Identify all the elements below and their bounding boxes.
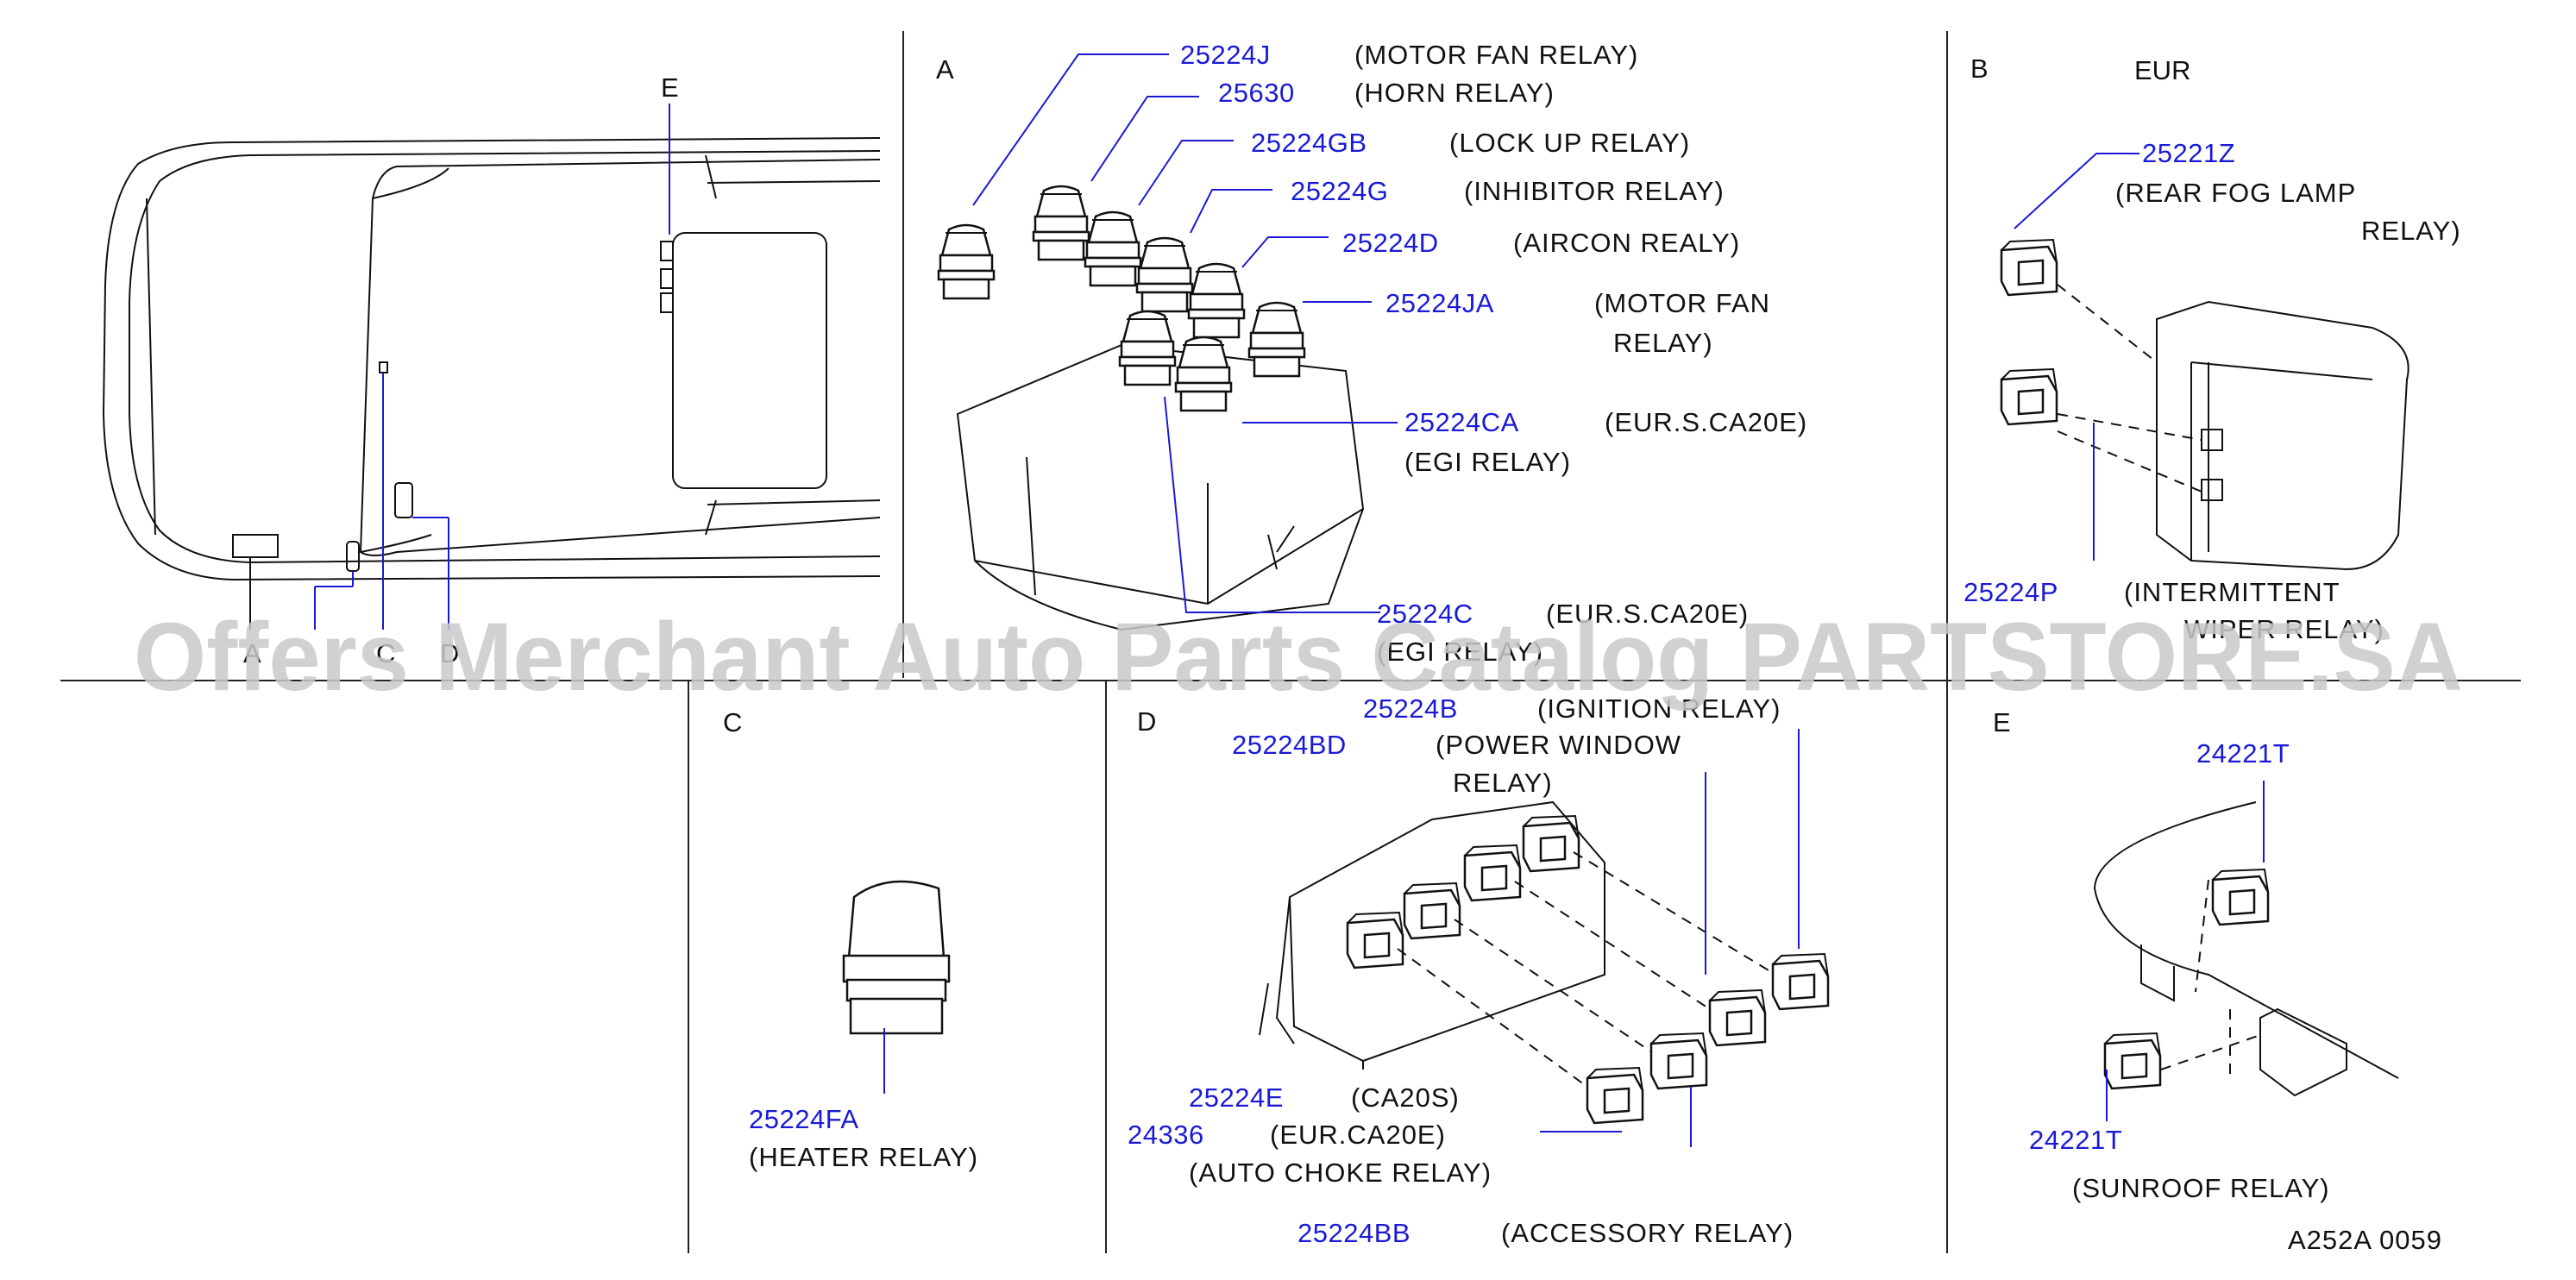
- section-c-label: C: [723, 707, 742, 737]
- part-description: (MOTOR FAN RELAY): [1354, 40, 1638, 70]
- part-number[interactable]: 25224FA: [749, 1104, 859, 1134]
- section-d-label: D: [1137, 706, 1156, 737]
- section-a-illustration: [937, 53, 1398, 631]
- part-description: (EGI RELAY): [1404, 447, 1571, 477]
- part-number[interactable]: 25224G: [1291, 176, 1388, 206]
- part-description: (INTERMITTENT: [2124, 577, 2340, 607]
- part-number[interactable]: 25224JA: [1385, 288, 1494, 318]
- part-description: (LOCK UP RELAY): [1449, 128, 1690, 158]
- section-b-label: B: [1970, 53, 1989, 84]
- part-number[interactable]: 25224J: [1180, 40, 1271, 70]
- part-number[interactable]: 24221T: [2196, 738, 2290, 769]
- part-number[interactable]: 24336: [1128, 1120, 1204, 1150]
- part-number[interactable]: 24221T: [2029, 1125, 2122, 1155]
- part-number[interactable]: 25224B: [1363, 693, 1458, 724]
- part-number[interactable]: 25221Z: [2142, 138, 2235, 168]
- part-number[interactable]: 25224C: [1377, 599, 1473, 629]
- part-description: (ACCESSORY RELAY): [1501, 1218, 1794, 1248]
- part-description: RELAY): [1453, 768, 1553, 798]
- part-description: (HORN RELAY): [1354, 78, 1555, 108]
- part-description: (EUR.S.CA20E): [1546, 599, 1749, 629]
- part-description: (EUR.CA20E): [1270, 1120, 1446, 1150]
- part-description: (REAR FOG LAMP: [2115, 178, 2356, 208]
- part-description: (SUNROOF RELAY): [2072, 1173, 2330, 1203]
- watermark: Offers Merchant Auto Parts Catalog PARTS…: [134, 603, 2463, 711]
- part-description: (AIRCON REALY): [1513, 228, 1740, 258]
- section-e-labels: 24221T 24221T (SUNROOF RELAY): [2029, 738, 2330, 1203]
- part-description: RELAY): [2361, 216, 2461, 246]
- part-number[interactable]: 25224P: [1963, 577, 2058, 607]
- part-description: (MOTOR FAN: [1594, 288, 1770, 318]
- overview-marker-d: D: [440, 638, 459, 668]
- section-a-labels: 25224J (MOTOR FAN RELAY) 25630 (HORN REL…: [1180, 40, 1807, 667]
- section-e-label: E: [1993, 707, 2011, 737]
- part-description: (POWER WINDOW: [1436, 730, 1681, 760]
- section-a-label: A: [936, 54, 954, 85]
- part-description: RELAY): [1613, 328, 1713, 358]
- diagram-code: A252A 0059: [2288, 1225, 2442, 1255]
- section-frame: [60, 31, 2521, 1253]
- section-b-labels: 25221Z (REAR FOG LAMP RELAY) 25224P (INT…: [1963, 138, 2461, 644]
- section-e-illustration: [2093, 781, 2399, 1121]
- part-description: (EUR.S.CA20E): [1605, 407, 1807, 437]
- section-d-labels: 25224B (IGNITION RELAY) 25224BD (POWER W…: [1128, 693, 1794, 1248]
- part-number[interactable]: 25224BB: [1297, 1218, 1411, 1248]
- part-description: (INHIBITOR RELAY): [1464, 176, 1725, 206]
- part-number[interactable]: 25224GB: [1251, 128, 1367, 158]
- part-description: (IGNITION RELAY): [1537, 693, 1781, 724]
- part-description: (CA20S): [1351, 1082, 1460, 1113]
- part-description: (AUTO CHOKE RELAY): [1189, 1158, 1492, 1188]
- section-b-market: EUR: [2134, 55, 2190, 85]
- part-description: WIPER RELAY): [2184, 614, 2384, 644]
- section-b-illustration: [2000, 153, 2410, 571]
- part-number[interactable]: 25224BD: [1232, 730, 1347, 760]
- vehicle-overview: E A C D: [102, 72, 881, 668]
- part-number[interactable]: 25224CA: [1404, 407, 1519, 437]
- overview-marker-a: A: [243, 638, 261, 668]
- overview-marker-c: C: [376, 638, 395, 668]
- part-number[interactable]: 25224D: [1342, 228, 1439, 258]
- part-description: (HEATER RELAY): [749, 1142, 978, 1172]
- section-c-illustration: [842, 880, 951, 1094]
- part-number[interactable]: 25224E: [1189, 1082, 1284, 1113]
- section-d-illustration: [1259, 729, 1830, 1147]
- overview-e-marker: E: [661, 72, 679, 103]
- part-number[interactable]: 25630: [1218, 78, 1295, 108]
- part-description: (EGI RELAY): [1377, 637, 1543, 667]
